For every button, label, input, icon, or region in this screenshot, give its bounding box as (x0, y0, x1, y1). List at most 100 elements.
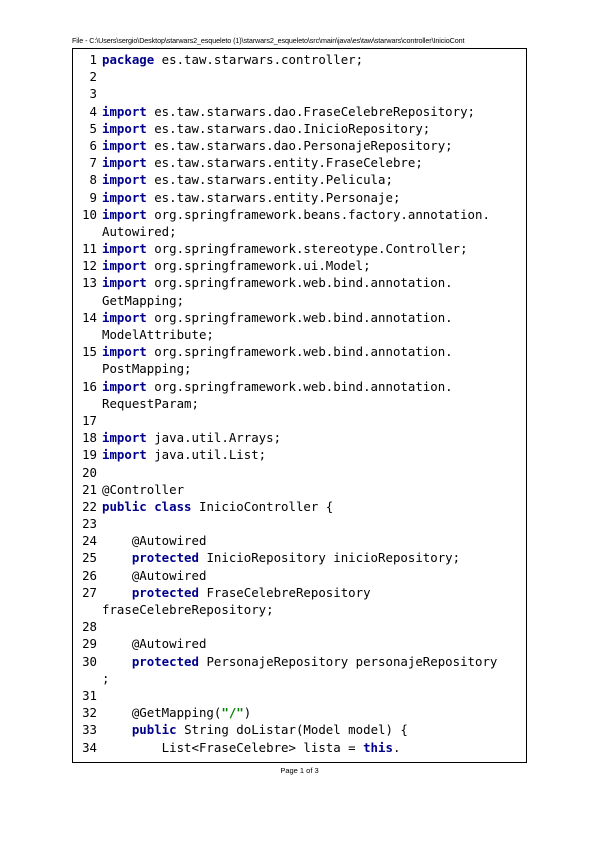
line-number: 15 (82, 344, 97, 360)
line-number: 17 (82, 412, 97, 428)
line-number: 5 (89, 120, 97, 136)
code-text: @Autowired (102, 567, 207, 583)
code-line: 22 public class InicioController { (77, 498, 526, 515)
code-text: fraseCelebreRepository; (102, 602, 274, 617)
line-number: 19 (82, 447, 97, 463)
code-text (102, 550, 132, 565)
code-line: 7 import es.taw.starwars.entity.FraseCele… (77, 154, 526, 171)
code-text: es.taw.starwars.entity.FraseCelebre; (146, 155, 423, 171)
keyword: import (102, 206, 147, 222)
page-number: Page 1 of 3 (280, 766, 319, 775)
line-number: 6 (89, 137, 97, 153)
string-literal: "/" (221, 705, 244, 721)
code-text: ) (243, 705, 252, 721)
code-text: es.taw.starwars.dao.InicioRepository; (146, 120, 431, 136)
line-number: 12 (82, 258, 97, 274)
code-line: 26 @Autowired (77, 567, 526, 584)
code-line: 1 package es.taw.starwars.controller; (77, 51, 526, 68)
code-text: List<FraseCelebre> lista = (102, 739, 364, 755)
line-number: 24 (82, 533, 97, 549)
code-line: ; (77, 670, 526, 687)
line-number: 27 (82, 584, 97, 600)
line-number: 2 (89, 69, 97, 85)
line-number: 21 (82, 481, 97, 497)
line-number: 32 (82, 705, 97, 721)
code-text: es.taw.starwars.dao.FraseCelebreReposito… (146, 103, 475, 119)
line-number: 26 (82, 567, 97, 583)
code-text: InicioController { (191, 498, 334, 514)
code-line: 28 (77, 618, 526, 635)
line-number: 4 (89, 103, 97, 119)
code-text (102, 722, 132, 737)
code-text: FraseCelebreRepository (198, 584, 371, 600)
code-text: GetMapping; (102, 292, 185, 308)
keyword: public (131, 722, 177, 738)
code-line: 21 @Controller (77, 481, 526, 498)
code-text: es.taw.starwars.entity.Personaje; (146, 189, 401, 205)
code-line: 31 (77, 687, 526, 704)
code-text: @GetMapping( (102, 705, 222, 721)
code-text: es.taw.starwars.controller; (154, 52, 364, 67)
code-text: org.springframework.web.bind.annotation. (146, 378, 453, 394)
keyword: import (102, 258, 147, 274)
code-text: org.springframework.web.bind.annotation. (146, 275, 453, 291)
line-number: 23 (82, 516, 97, 532)
line-number: 1 (89, 52, 97, 67)
keyword: import (102, 344, 147, 360)
code-text: String doListar(Model model) { (176, 722, 408, 738)
code-line: 23 (77, 515, 526, 532)
line-number: 31 (82, 687, 97, 703)
code-line: 20 (77, 464, 526, 481)
line-number: 9 (89, 189, 97, 205)
code-line: 33 public String doListar(Model model) { (77, 721, 526, 738)
code-text: @Controller (102, 481, 185, 497)
code-text: PersonajeRepository personajeRepository (198, 653, 498, 669)
keyword: public class (102, 498, 192, 514)
code-line: 30 protected PersonajeRepository persona… (77, 653, 526, 670)
line-number: 18 (82, 430, 97, 446)
line-number: 33 (82, 722, 97, 738)
keyword: package (102, 52, 155, 67)
line-number: 28 (82, 619, 97, 635)
line-number: 14 (82, 309, 97, 325)
code-text: Autowired; (102, 223, 177, 239)
code-text: ; (102, 670, 110, 686)
keyword: import (102, 155, 147, 171)
line-number: 8 (89, 172, 97, 188)
code-text: @Autowired (102, 533, 207, 549)
code-line: 32 @GetMapping("/") (77, 704, 526, 721)
code-line: 24 @Autowired (77, 532, 526, 549)
keyword: import (102, 137, 147, 153)
code-text: ModelAttribute; (102, 327, 214, 342)
line-number: 7 (89, 155, 97, 171)
code-text: @Autowired (102, 636, 207, 652)
keyword: import (102, 378, 147, 394)
code-line: 34 List<FraseCelebre> lista = this. (77, 739, 526, 756)
code-text: RequestParam; (102, 395, 199, 411)
code-text: org.springframework.web.bind.annotation. (146, 309, 453, 325)
code-line: GetMapping; (77, 292, 526, 309)
file-path-header: File - C:\Users\sergio\Desktop\starwars2… (72, 36, 465, 45)
keyword: this (363, 739, 393, 755)
code-text: . (392, 739, 401, 755)
line-number: 22 (82, 498, 97, 514)
line-number: 11 (82, 241, 97, 257)
line-number: 20 (82, 464, 97, 480)
code-line: PostMapping; (77, 360, 526, 377)
code-text: org.springframework.beans.factory.annota… (146, 206, 490, 222)
line-number: 13 (82, 275, 97, 291)
code-text: java.util.List; (146, 447, 267, 463)
keyword: import (102, 447, 147, 463)
keyword: protected (131, 584, 199, 600)
code-text: org.springframework.ui.Model; (146, 258, 371, 274)
